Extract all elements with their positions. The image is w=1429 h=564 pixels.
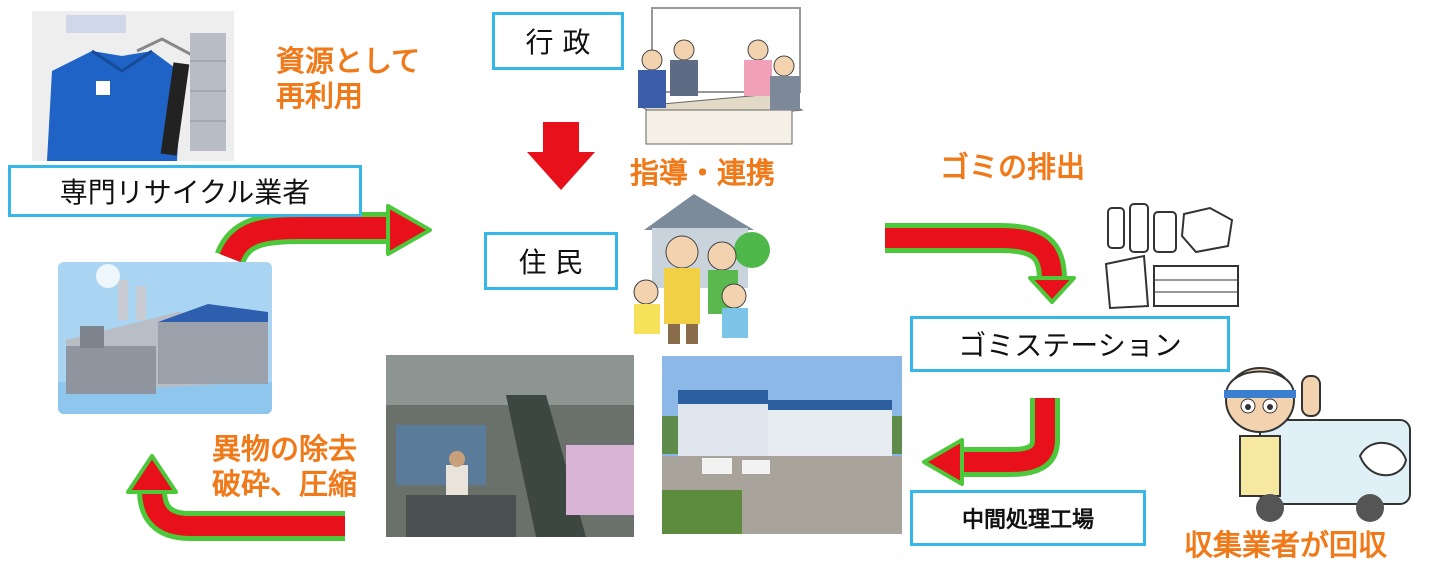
disposal-label: ゴミの排出: [940, 150, 1086, 184]
removal-label-line1: 異物の除去: [212, 432, 358, 466]
garbage-illustration: [1100, 200, 1246, 310]
arrow-residents-to-station: [885, 223, 1076, 304]
arrow-factory-to-residents: [215, 204, 432, 265]
arrow-sorting-to-factory: [126, 454, 345, 541]
removal-label: 異物の除去 破砕、圧縮: [212, 432, 357, 502]
node-government: 行 政: [492, 12, 624, 70]
processing-plant-photo: [662, 356, 902, 534]
node-recycler: 専門リサイクル業者: [8, 165, 362, 217]
sorting-facility-photo: [386, 355, 634, 537]
factory-illustration: [58, 262, 272, 414]
guidance-label: 指導・連携: [630, 156, 776, 190]
removal-label-line2: 破砕、圧縮: [212, 466, 358, 501]
node-processing-plant-label: 中間処理工場: [961, 508, 1094, 533]
reuse-label: 資源として 再利用: [276, 44, 420, 114]
reuse-label-line2: 再利用: [276, 78, 364, 113]
meeting-illustration: [622, 6, 808, 150]
node-processing-plant: 中間処理工場: [910, 490, 1146, 546]
recycled-goods-photo: [32, 11, 234, 161]
family-illustration: [624, 190, 770, 346]
node-residents: 住 民: [484, 232, 618, 290]
arrow-government-to-residents: [527, 122, 595, 190]
garbage-truck-illustration: [1210, 360, 1416, 526]
node-residents-label: 住 民: [518, 246, 584, 279]
node-garbage-station-label: ゴミステーション: [958, 329, 1182, 362]
arrow-station-to-plant: [922, 398, 1060, 486]
recycled-goods-illustration: [32, 11, 234, 161]
node-garbage-station: ゴミステーション: [910, 316, 1230, 372]
reuse-label-line1: 資源として: [276, 44, 421, 78]
node-government-label: 行 政: [525, 26, 591, 59]
node-recycler-label: 専門リサイクル業者: [59, 176, 311, 209]
collector-label: 収集業者が回収: [1184, 528, 1388, 562]
